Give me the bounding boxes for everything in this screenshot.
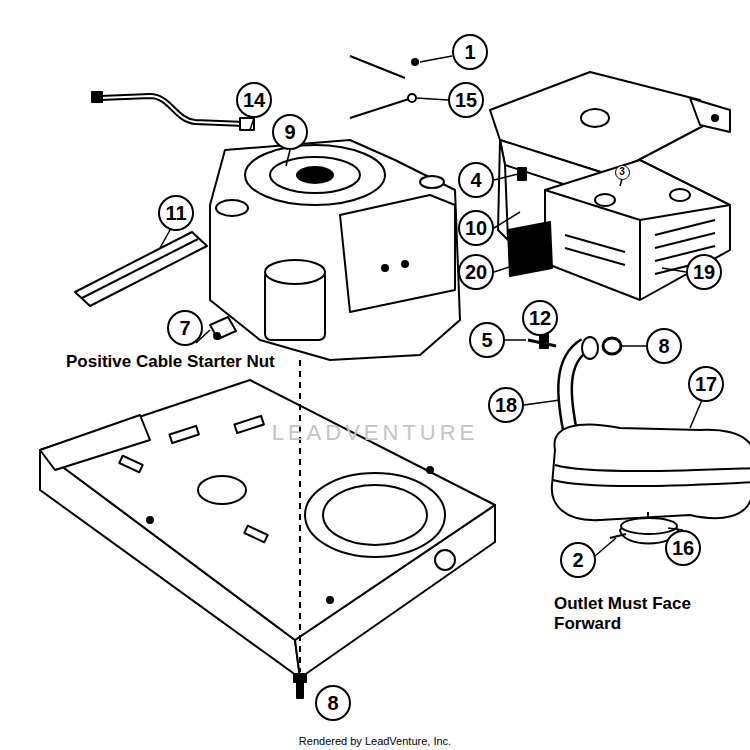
callout-number: 19 [686, 254, 722, 290]
dipstick-tube [92, 92, 254, 130]
callout-number: 5 [469, 322, 505, 358]
callout-number: 8 [646, 328, 682, 364]
callout-number: 15 [448, 82, 484, 118]
callout-number: 17 [688, 366, 724, 402]
callout-number: 9 [272, 114, 308, 150]
callout-number: 20 [458, 254, 494, 290]
callout-number: 3 [615, 165, 630, 180]
callout-number: 8 [315, 685, 351, 721]
engine [210, 140, 460, 360]
assembly-note: Positive Cable Starter Nut [66, 352, 281, 372]
callout-number: 10 [458, 210, 494, 246]
muffler [552, 424, 750, 520]
engine-channel [82, 239, 198, 298]
leader-line [160, 56, 702, 556]
callout-number: 11 [158, 195, 194, 231]
engine-bolt [294, 360, 306, 698]
callout-number: 2 [560, 542, 596, 578]
shield-plate [508, 222, 552, 276]
engine-channel [75, 232, 207, 306]
heat-shield [545, 160, 730, 300]
mower-frame [40, 380, 495, 678]
credit-line: Rendered by LeadVenture, Inc. [299, 735, 451, 747]
callout-number: 18 [488, 387, 524, 423]
exhaust-pipe [528, 334, 621, 440]
watermark: LEADVENTURE [272, 420, 479, 446]
callout-number: 4 [458, 162, 494, 198]
assembly-note: Outlet Must Face Forward [554, 594, 739, 635]
callout-number: 7 [167, 310, 203, 346]
callout-number: 12 [522, 300, 558, 336]
callout-number: 14 [236, 82, 272, 118]
callout-number: 16 [665, 530, 701, 566]
control-cable [350, 56, 418, 118]
callout-number: 1 [452, 34, 488, 70]
